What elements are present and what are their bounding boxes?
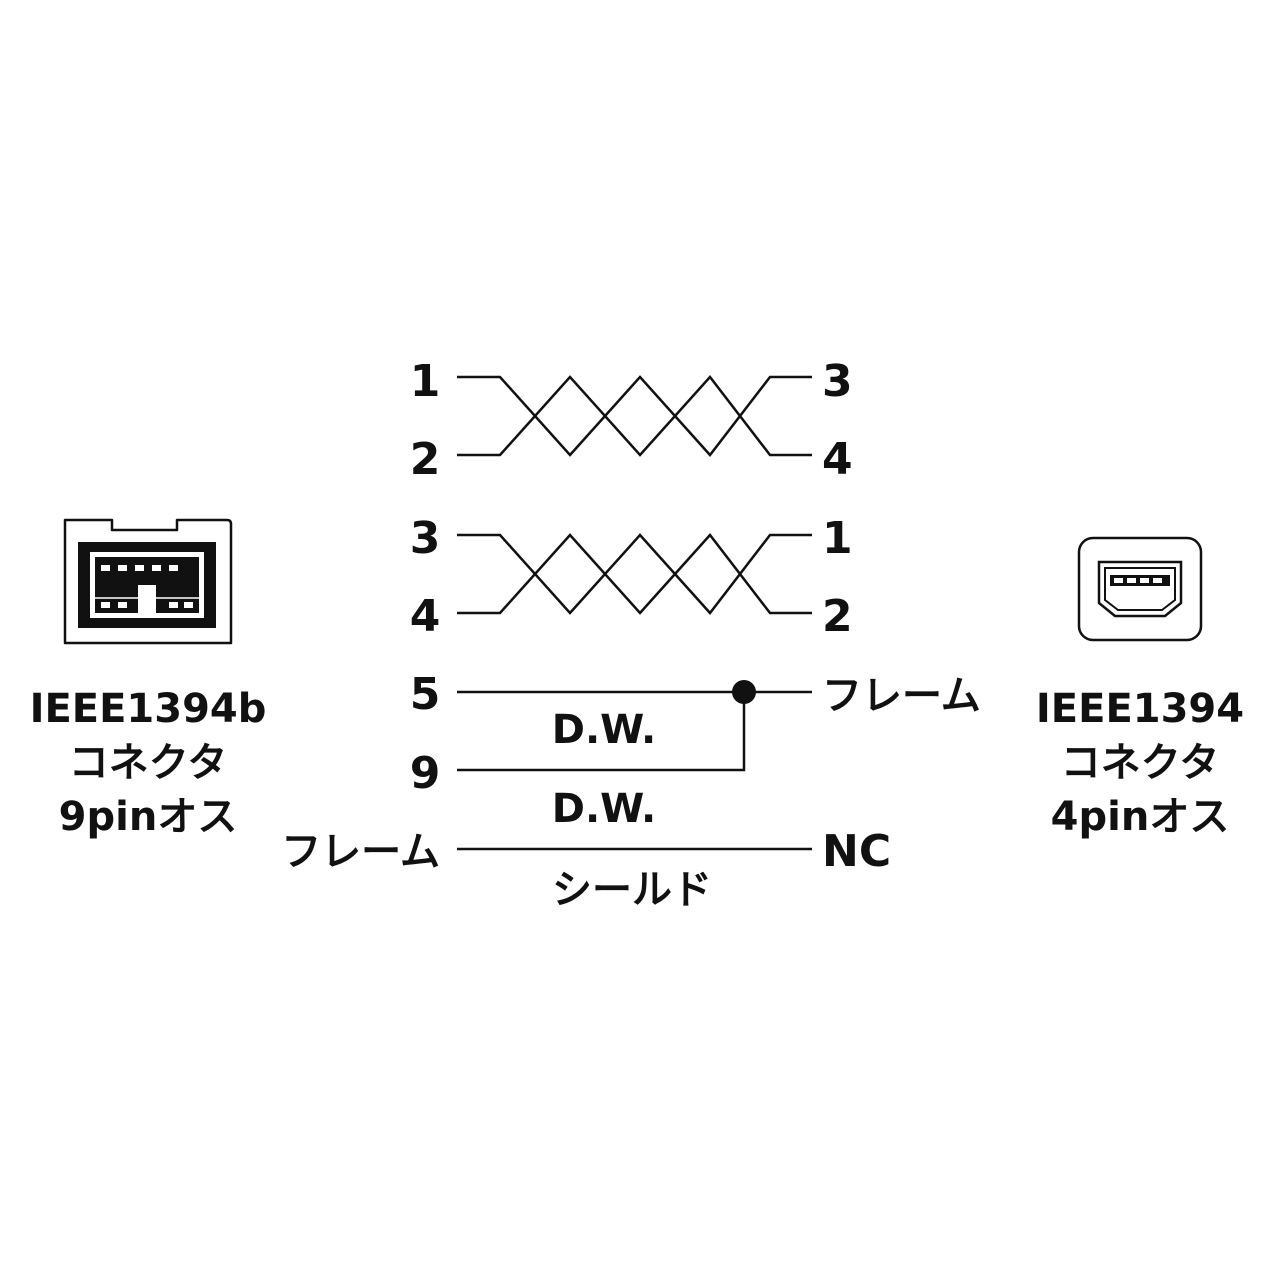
right-connector-line-1: IEEE1394 [1036,686,1244,732]
left-pin-1: 1 [410,356,441,407]
twisted-pair-3-4 [457,533,812,615]
twisted-pair-1-2 [457,375,812,457]
right-pin-nc: NC [822,826,891,877]
left-pin-2: 2 [410,434,441,485]
right-pin-frame: フレーム [822,673,981,719]
right-connector-line-3: 4pinオス [1051,794,1230,840]
drain-wire-label-2: D.W. [552,786,656,832]
shield-label: シールド [552,867,712,913]
right-pin-4: 4 [822,434,853,485]
left-pin-5: 5 [410,669,441,720]
left-connector-line-3: 9pinオス [59,794,238,840]
left-connector-line-1: IEEE1394b [30,686,267,732]
right-connector-line-2: コネクタ [1061,740,1219,786]
right-pin-1: 1 [822,513,853,564]
left-pin-9: 9 [410,748,441,799]
ieee1394b-9pin-connector-icon [63,518,233,645]
left-pin-3: 3 [410,513,441,564]
left-pin-frame: フレーム [281,829,440,875]
drain-wire-label-1: D.W. [552,707,656,753]
drain-wire-9 [457,692,746,772]
left-pin-4: 4 [410,591,441,642]
junction-dot-icon [732,680,756,704]
right-pin-2: 2 [822,591,853,642]
ieee1394-4pin-connector-icon [1077,536,1203,642]
left-connector-line-2: コネクタ [69,740,227,786]
right-pin-3: 3 [822,356,853,407]
